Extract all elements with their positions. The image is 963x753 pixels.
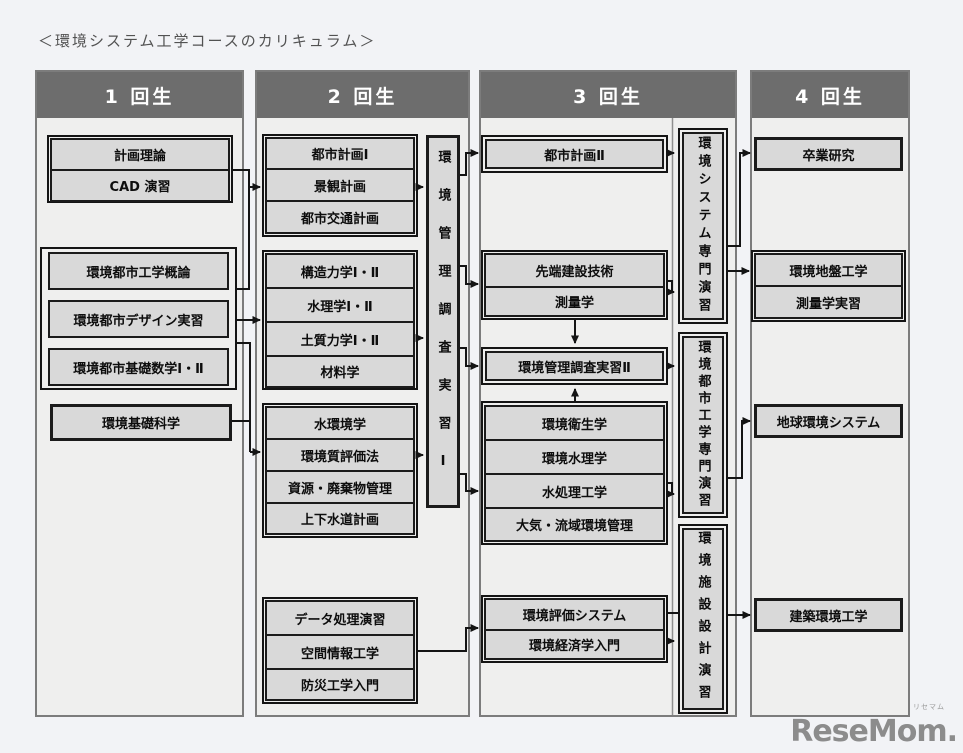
group-box-year3-evaluation — [481, 595, 668, 663]
column-header-year1: 1 回生 — [37, 72, 242, 118]
practice-box-shisetsu-sekkei-enshu: 環境施設設計演習 — [678, 524, 728, 714]
course-box-keikaku-riron: 計画理論 — [50, 138, 230, 171]
group-box-year2-information — [262, 597, 418, 704]
course-box-sentan-kensetsu: 先端建設技術 — [484, 253, 665, 288]
column-header-year4: 4 回生 — [752, 72, 908, 118]
course-box-toshikeikaku-1: 都市計画Ⅰ — [265, 137, 415, 170]
course-box-suirigaku: 水理学Ⅰ・Ⅱ — [265, 287, 415, 323]
watermark-kana: リセマム — [913, 703, 945, 711]
group-box-year1-planning — [47, 135, 233, 203]
practice-box-kanri-chosa-jisshu1: 環境管理調査実習Ⅰ — [426, 135, 460, 508]
course-box-sokuryogaku-jisshu: 測量学実習 — [754, 285, 903, 319]
column-header-year3: 3 回生 — [481, 72, 735, 118]
course-box-shigen-haikibutsu: 資源・廃棄物管理 — [265, 470, 415, 504]
course-box-cad-enshu: CAD 演習 — [50, 169, 230, 202]
group-box-year3-environment — [481, 401, 668, 545]
course-box-mizushori-kogaku: 水処理工学 — [484, 473, 665, 509]
practice-box-toshikogaku-senmon-enshu: 環境都市工学専門演習 — [678, 332, 728, 518]
watermark-logo: リセマム ReseMom. — [790, 703, 958, 749]
course-box-toshikeikaku-2: 都市計画Ⅱ — [481, 135, 668, 173]
course-box-kozo-rikigaku: 構造力学Ⅰ・Ⅱ — [265, 253, 415, 289]
course-box-kiso-sugaku: 環境都市基礎数学Ⅰ・Ⅱ — [48, 348, 229, 386]
course-box-jogesuido-keikaku: 上下水道計画 — [265, 502, 415, 535]
course-box-sotsugyo-kenkyu: 卒業研究 — [754, 137, 903, 171]
watermark-brand: ReseMom. — [790, 714, 958, 749]
course-box-doshitsu-rikigaku: 土質力学Ⅰ・Ⅱ — [265, 321, 415, 357]
page-title: ＜環境システム工学コースのカリキュラム＞ — [38, 32, 377, 50]
group-box-year3-construction — [481, 250, 668, 320]
group-box-year4-survey — [751, 250, 906, 322]
course-box-kanri-chosa-jisshu2-label: 環境管理調査実習Ⅱ — [485, 351, 664, 381]
course-box-taiki-ryuiki: 大気・流域環境管理 — [484, 507, 665, 542]
course-box-zairyogaku: 材料学 — [265, 355, 415, 388]
course-box-keikan-keikaku: 景観計画 — [265, 168, 415, 202]
course-box-kankyo-hyoka-system: 環境評価システム — [484, 598, 665, 631]
course-box-kenchiku-kankyo: 建築環境工学 — [754, 598, 903, 632]
course-box-mizu-kankyogaku: 水環境学 — [265, 406, 415, 440]
course-box-kukan-joho: 空間情報工学 — [265, 634, 415, 670]
course-box-kankyo-kiso-kagaku: 環境基礎科学 — [50, 404, 232, 441]
practice-box-system-senmon-enshu: 環境システム専門演習 — [678, 128, 728, 324]
course-box-kankyoshitsu-hyokaho: 環境質評価法 — [265, 438, 415, 472]
course-box-sokuryogaku: 測量学 — [484, 286, 665, 317]
course-box-kankyo-jiban: 環境地盤工学 — [754, 253, 903, 287]
course-box-kankyotoshi-design: 環境都市デザイン実習 — [48, 300, 229, 338]
course-box-toshi-kotsu: 都市交通計画 — [265, 200, 415, 234]
group-box-year2-mechanics — [262, 250, 418, 390]
practice-box-shisetsu-sekkei-enshu-label: 環境施設設計演習 — [682, 528, 724, 710]
course-box-chikyu-kankyo-system: 地球環境システム — [754, 404, 903, 438]
course-box-kankyo-suirigaku: 環境水理学 — [484, 439, 665, 475]
column-header-year2: 2 回生 — [257, 72, 468, 118]
practice-box-toshikogaku-senmon-enshu-label: 環境都市工学専門演習 — [682, 336, 724, 514]
group-box-year2-environment — [262, 403, 418, 538]
course-box-kankyo-keizaigaku: 環境経済学入門 — [484, 629, 665, 660]
course-box-kankyotoshi-gairon: 環境都市工学概論 — [48, 252, 229, 290]
course-box-kanri-chosa-jisshu2: 環境管理調査実習Ⅱ — [481, 347, 668, 385]
course-box-data-shori: データ処理演習 — [265, 600, 415, 636]
practice-box-system-senmon-enshu-label: 環境システム専門演習 — [682, 132, 724, 320]
course-box-toshikeikaku-2-label: 都市計画Ⅱ — [485, 139, 664, 169]
course-box-kankyo-eiseigaku: 環境衛生学 — [484, 405, 665, 441]
group-box-year1-basics — [40, 247, 237, 390]
course-box-bosai-nyumon: 防災工学入門 — [265, 668, 415, 701]
